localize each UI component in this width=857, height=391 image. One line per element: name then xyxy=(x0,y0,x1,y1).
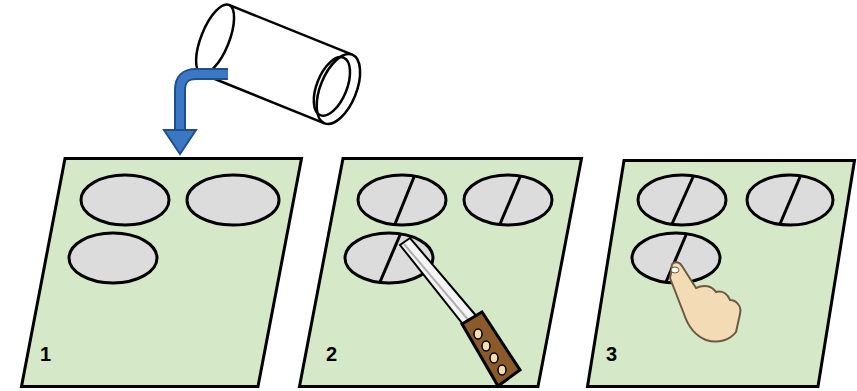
dishes-panel-1 xyxy=(69,175,279,283)
dish xyxy=(69,233,157,283)
dishes-panel-2 xyxy=(345,175,552,283)
panel: 2 xyxy=(298,157,583,388)
panel-outline xyxy=(298,157,583,388)
cut-line xyxy=(666,235,686,282)
cut-line xyxy=(395,177,414,224)
dish xyxy=(632,233,720,283)
panel-outline xyxy=(20,157,303,388)
beaker-edge xyxy=(229,5,352,55)
blade-shine xyxy=(404,244,470,322)
dish xyxy=(638,175,726,225)
pointing-finger xyxy=(670,262,740,341)
rivet xyxy=(490,353,498,363)
panel: 1 xyxy=(20,157,303,388)
cut-line xyxy=(380,235,400,282)
beaker-rim xyxy=(306,52,357,121)
dish xyxy=(747,175,833,225)
fingernail xyxy=(671,267,679,273)
panel-shape xyxy=(22,159,302,387)
dish xyxy=(358,175,446,225)
pour-arrow-shaft xyxy=(180,74,228,132)
pour-arrow-outline xyxy=(180,74,228,132)
cut-line xyxy=(780,177,800,224)
pour-arrow xyxy=(164,74,228,154)
rivet xyxy=(482,341,490,351)
knife-blade xyxy=(400,238,478,328)
panel-shape xyxy=(300,159,582,387)
knife xyxy=(400,238,520,386)
rivet xyxy=(474,329,482,339)
hand xyxy=(670,262,740,341)
dish xyxy=(81,175,169,225)
pour-arrow-head xyxy=(164,130,196,154)
dish xyxy=(345,233,433,283)
beaker-edge xyxy=(201,73,324,123)
cut-line xyxy=(672,177,693,224)
cut-line xyxy=(500,177,520,224)
step-number: 3 xyxy=(606,343,617,366)
beaker-body xyxy=(201,5,352,123)
panel: 3 xyxy=(586,159,856,388)
rivet xyxy=(498,365,506,375)
knife-handle xyxy=(462,312,520,386)
step-number: 1 xyxy=(40,343,51,366)
dish xyxy=(187,175,279,225)
panel-shape xyxy=(588,161,855,387)
beaker-mouth xyxy=(188,0,242,79)
beaker xyxy=(188,0,369,130)
beaker-bottom xyxy=(308,48,369,130)
step-number: 2 xyxy=(326,343,337,366)
panel-outline xyxy=(586,159,856,388)
dishes-panel-3 xyxy=(632,175,833,283)
dish xyxy=(464,175,552,225)
